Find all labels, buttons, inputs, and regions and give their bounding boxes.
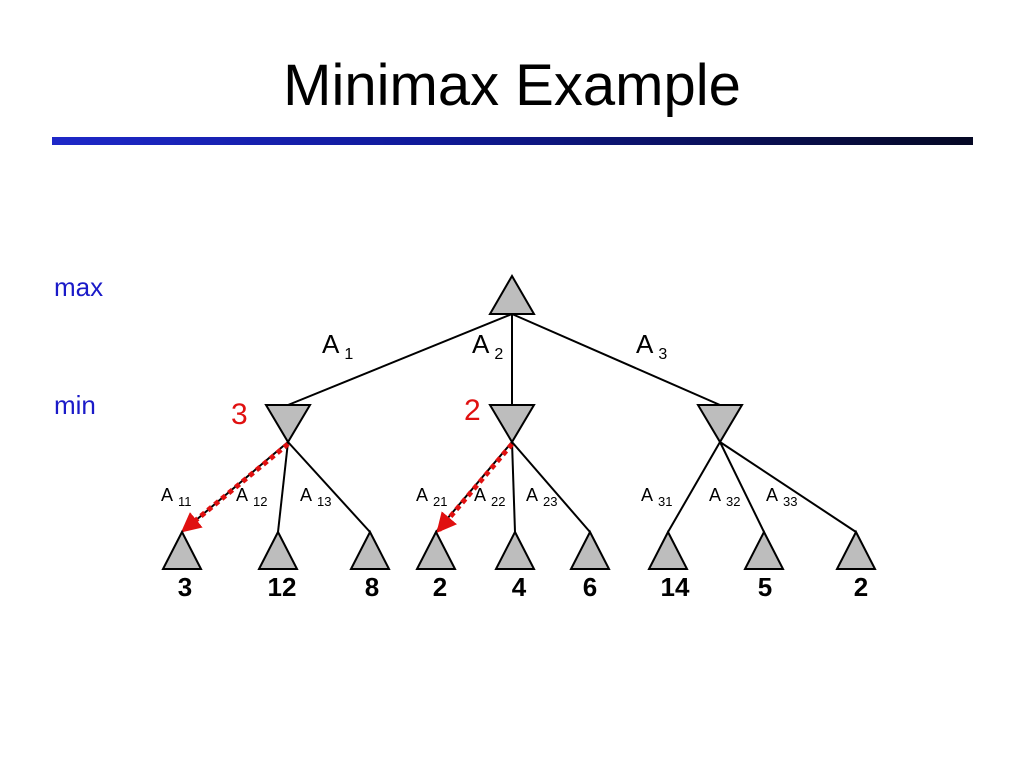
leaf-value-5: 4 bbox=[512, 572, 527, 602]
leaf-value-1: 3 bbox=[178, 572, 192, 602]
max-level-label: max bbox=[54, 272, 104, 302]
edge-a32 bbox=[719, 441, 765, 533]
edge-a1 bbox=[287, 313, 513, 406]
leaf-node-8 bbox=[743, 529, 785, 570]
min-value-1: 3 bbox=[231, 398, 248, 431]
min-level-label: min bbox=[54, 390, 96, 420]
edge-a13 bbox=[287, 441, 371, 533]
edge-a12 bbox=[277, 441, 289, 533]
leaf-node-4 bbox=[415, 529, 457, 570]
min-value-2: 2 bbox=[464, 394, 481, 427]
leaf-node-3 bbox=[349, 529, 391, 570]
leaf-value-4: 2 bbox=[433, 572, 447, 602]
min-node-1 bbox=[264, 404, 312, 444]
edge-a22 bbox=[511, 441, 516, 533]
edge-a31 bbox=[667, 441, 721, 533]
min-choice-arrow-1 bbox=[180, 442, 290, 533]
leaf-node-6 bbox=[569, 529, 611, 570]
leaf-node-1 bbox=[161, 529, 203, 570]
title-rule bbox=[52, 137, 973, 145]
leaf-node-2 bbox=[257, 529, 299, 570]
min-choice-arrow-2 bbox=[436, 442, 514, 534]
leaf-node-5 bbox=[494, 529, 536, 570]
leaf-value-3: 8 bbox=[365, 572, 379, 602]
leaf-value-8: 5 bbox=[758, 572, 772, 602]
min-node-2 bbox=[488, 404, 536, 444]
edge-a23 bbox=[511, 441, 591, 533]
edge-a33 bbox=[719, 441, 857, 533]
leaf-value-9: 2 bbox=[854, 572, 868, 602]
min-node-3 bbox=[696, 404, 744, 444]
max-node-root bbox=[488, 274, 536, 315]
leaf-value-6: 6 bbox=[583, 572, 597, 602]
leaf-node-9 bbox=[835, 529, 877, 570]
leaf-value-7: 14 bbox=[661, 572, 690, 602]
edge-a3 bbox=[511, 313, 721, 406]
slide-title: Minimax Example bbox=[283, 53, 741, 118]
leaf-node-7 bbox=[647, 529, 689, 570]
leaf-value-2: 12 bbox=[268, 572, 297, 602]
